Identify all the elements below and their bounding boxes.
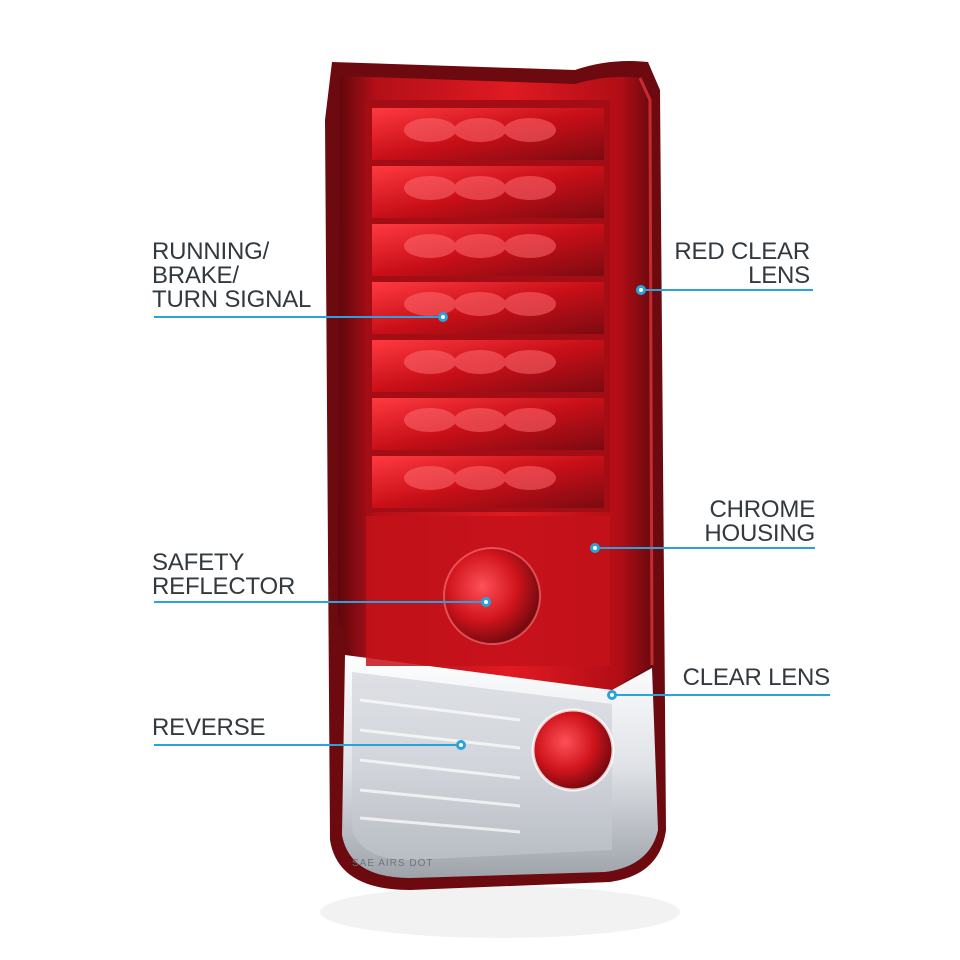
chrome-housing-leader-line (595, 547, 815, 549)
clear-lens-leader-line (612, 694, 830, 696)
safety-reflector-leader-line (154, 601, 486, 603)
running-marker-dot (438, 312, 448, 322)
running-leader-line (154, 316, 442, 318)
safety-reflector-label: SAFETY REFLECTOR (152, 549, 296, 600)
clear-lens-highlights (359, 698, 521, 834)
red-clear-lens-label: RED CLEAR LENS (674, 238, 810, 289)
led-highlights (404, 118, 556, 490)
chrome-housing-marker-dot (590, 543, 600, 553)
clear-lens-marker-dot (607, 690, 617, 700)
red-clear-lens-marker-dot (636, 285, 646, 295)
product-marking-text: SAE AIRS DOT (352, 858, 434, 869)
red-clear-lens-leader-line (641, 289, 813, 291)
chrome-housing-label: CHROME HOUSING (704, 496, 815, 547)
running-brake-turn-label: RUNNING/ BRAKE/ TURN SIGNAL (152, 238, 312, 313)
safety-reflector-marker-dot (481, 597, 491, 607)
lower-reflector (533, 710, 613, 790)
clear-lens-label: CLEAR LENS (682, 664, 831, 691)
reverse-label: REVERSE (152, 714, 266, 741)
reverse-marker-dot (456, 740, 466, 750)
safety-reflector (444, 548, 540, 644)
reverse-leader-line (154, 744, 461, 746)
lamp-shadow (320, 886, 680, 938)
